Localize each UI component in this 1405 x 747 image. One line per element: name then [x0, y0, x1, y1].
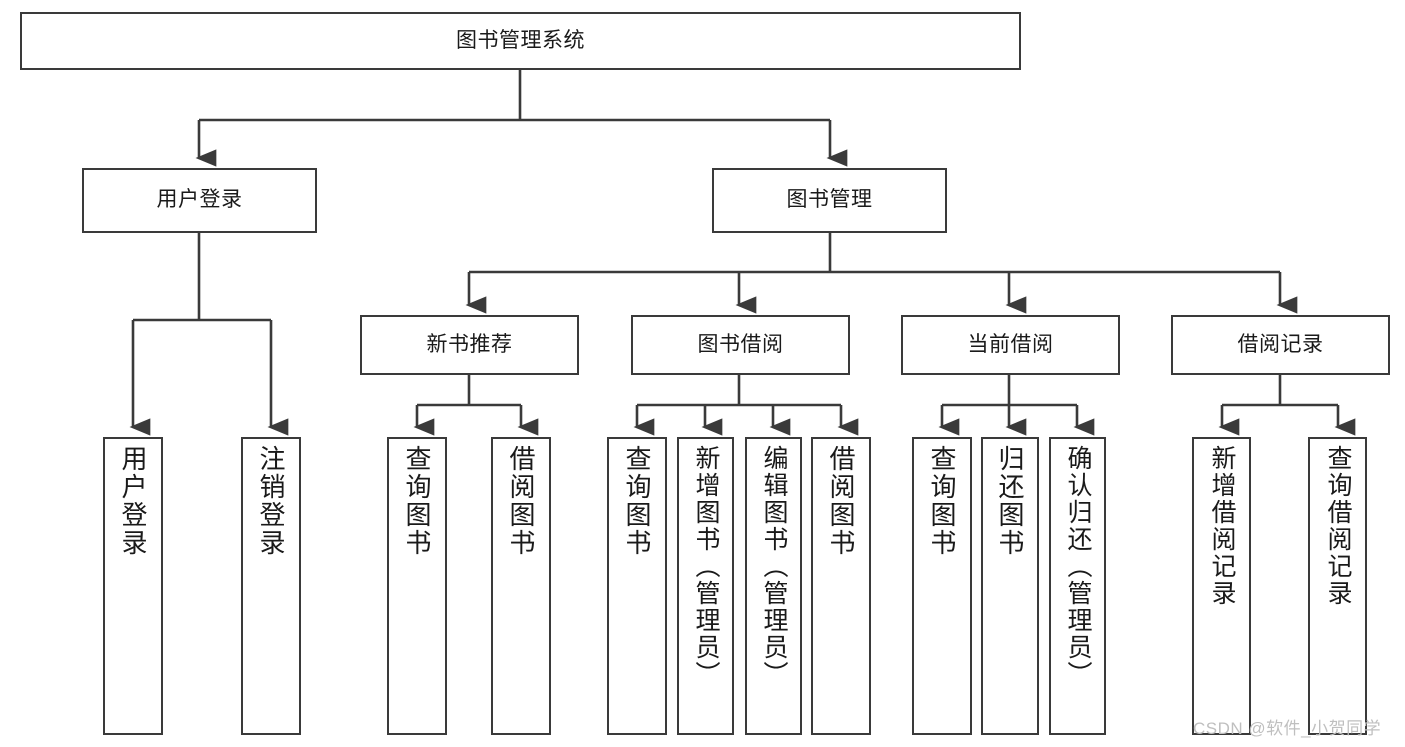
node-label: 借阅记录	[1237, 332, 1324, 356]
node-label: 用户登录	[156, 188, 243, 212]
leaf-book-borrow-query-book[interactable]: 查询图书	[607, 437, 667, 735]
leaf-user-login-login[interactable]: 用户登录	[103, 437, 163, 735]
node-label: 用户登录	[118, 445, 149, 557]
node-label: 新增借阅记录	[1208, 445, 1236, 607]
node-label: 借阅图书	[826, 445, 857, 557]
node-root-book-management-system[interactable]: 图书管理系统	[20, 12, 1021, 70]
node-label: 新增图书（管理员）	[692, 445, 720, 688]
leaf-book-borrow-borrow-book[interactable]: 借阅图书	[811, 437, 871, 735]
node-label: 查询图书	[402, 445, 433, 557]
node-borrow-record[interactable]: 借阅记录	[1171, 315, 1390, 375]
node-new-book-recommend[interactable]: 新书推荐	[360, 315, 579, 375]
leaf-new-book-borrow-book[interactable]: 借阅图书	[491, 437, 551, 735]
node-book-management[interactable]: 图书管理	[712, 168, 947, 233]
node-label: 当前借阅	[967, 332, 1054, 356]
node-label: 确认归还（管理员）	[1064, 445, 1092, 688]
leaf-current-borrow-confirm-return-admin[interactable]: 确认归还（管理员）	[1049, 437, 1106, 735]
node-label: 归还图书	[995, 445, 1026, 557]
node-label: 注销登录	[256, 445, 287, 557]
leaf-book-borrow-edit-book-admin[interactable]: 编辑图书（管理员）	[745, 437, 802, 735]
node-label: 图书管理	[786, 188, 873, 212]
node-label: 图书借阅	[697, 332, 784, 356]
node-label: 借阅图书	[506, 445, 537, 557]
node-label: 查询图书	[622, 445, 653, 557]
node-current-borrow[interactable]: 当前借阅	[901, 315, 1120, 375]
leaf-borrow-record-add-record[interactable]: 新增借阅记录	[1192, 437, 1251, 735]
node-user-login[interactable]: 用户登录	[82, 168, 317, 233]
node-label: 查询借阅记录	[1324, 445, 1352, 607]
leaf-current-borrow-return-book[interactable]: 归还图书	[981, 437, 1039, 735]
leaf-new-book-query-book[interactable]: 查询图书	[387, 437, 447, 735]
csdn-watermark: CSDN @软件_小贺同学	[1193, 719, 1382, 738]
leaf-user-login-logout[interactable]: 注销登录	[241, 437, 301, 735]
node-label: 查询图书	[927, 445, 958, 557]
node-book-borrow[interactable]: 图书借阅	[631, 315, 850, 375]
leaf-borrow-record-query-record[interactable]: 查询借阅记录	[1308, 437, 1367, 735]
node-label: 新书推荐	[426, 332, 513, 356]
leaf-current-borrow-query-book[interactable]: 查询图书	[912, 437, 972, 735]
node-label: 编辑图书（管理员）	[760, 445, 788, 688]
leaf-book-borrow-add-book-admin[interactable]: 新增图书（管理员）	[677, 437, 734, 735]
node-label: 图书管理系统	[456, 28, 585, 52]
